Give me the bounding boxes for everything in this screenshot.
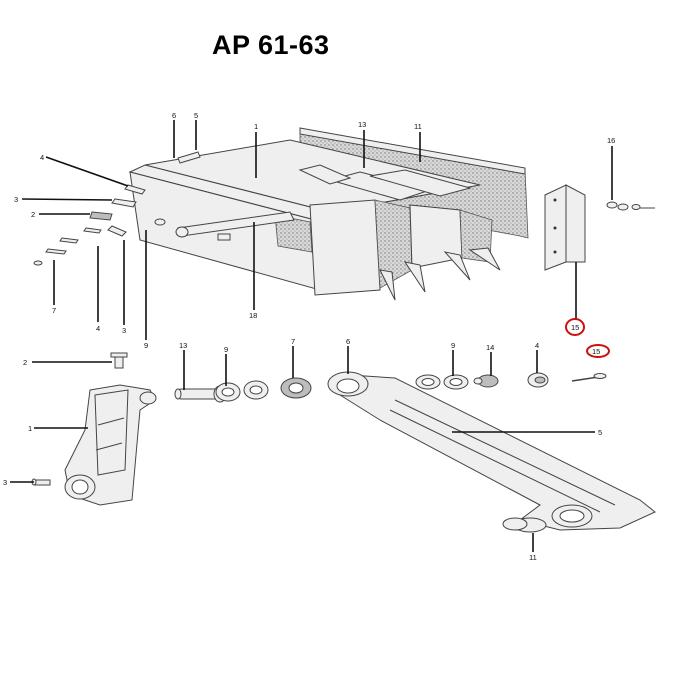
- callout-label: 16: [607, 136, 615, 145]
- washers-9-right: [415, 374, 469, 390]
- arm-5: [327, 371, 656, 531]
- callout-label: 1: [28, 424, 32, 433]
- highlight-15-top: [565, 318, 585, 336]
- small-parts-16: [606, 201, 655, 211]
- left-small-parts: [33, 151, 201, 266]
- callout-label: 11: [529, 553, 537, 562]
- callout-label: 3: [14, 195, 18, 204]
- callout-label: 7: [291, 337, 295, 346]
- callout-label: 11: [414, 122, 422, 131]
- callout-label: 4: [535, 341, 539, 350]
- callout-label: 13: [179, 341, 187, 350]
- bushing-7: [280, 377, 312, 399]
- callout-lines: [10, 120, 613, 552]
- callout-label: 3: [122, 326, 126, 335]
- page-title: AP 61-63: [212, 30, 330, 60]
- cotter-pin-15: [571, 373, 607, 382]
- callout-label: 9: [451, 341, 455, 350]
- upper-frame-assembly: [128, 127, 529, 301]
- washers-9-left: [215, 380, 269, 402]
- highlight-15-bottom: [586, 344, 610, 358]
- callout-label: 4: [96, 324, 100, 333]
- callout-label: 7: [52, 306, 56, 315]
- callout-label-highlighted: 15: [571, 323, 579, 332]
- nut-14: [473, 374, 499, 388]
- callout-label: 1: [254, 122, 258, 131]
- pivot-housing-1: [64, 384, 157, 506]
- callout-label: 9: [224, 345, 228, 354]
- washer-4: [527, 372, 549, 388]
- callout-label: 5: [194, 111, 198, 120]
- block-a: [309, 199, 381, 296]
- pin-2: [110, 352, 128, 369]
- callout-label: 4: [40, 153, 44, 162]
- callout-label: 14: [486, 343, 494, 352]
- angle-bracket-15: [544, 184, 586, 271]
- callout-label: 6: [172, 111, 176, 120]
- callout-label: 2: [31, 210, 35, 219]
- callout-label: 18: [249, 311, 257, 320]
- callout-label-highlighted: 15: [592, 347, 600, 356]
- bolt-3: [31, 478, 51, 486]
- callout-label: 13: [358, 120, 366, 129]
- callout-label: 9: [144, 341, 148, 350]
- bushing-11: [502, 517, 547, 533]
- callout-label: 2: [23, 358, 27, 367]
- callout-label: 6: [346, 337, 350, 346]
- callout-label: 5: [598, 428, 602, 437]
- callout-label: 3: [3, 478, 7, 487]
